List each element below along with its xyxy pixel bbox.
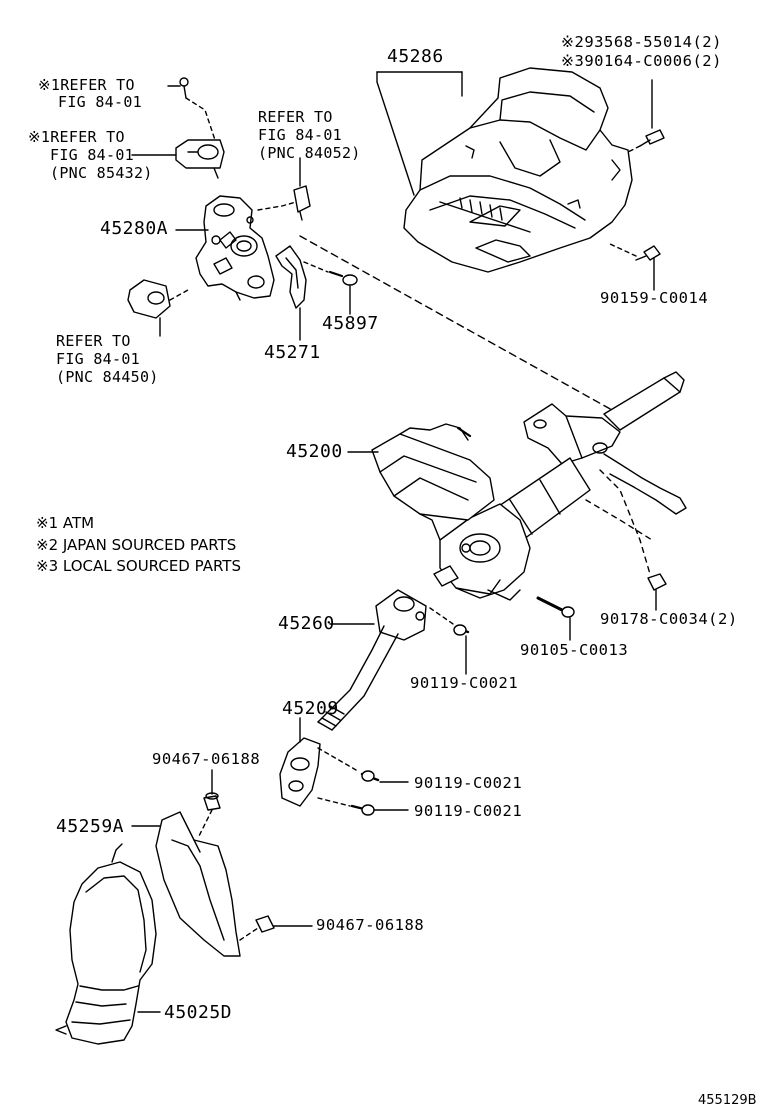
label-45025D: 45025D [164,1002,233,1023]
universal-joint-45209 [279,737,321,807]
legend-line3: ※3 LOCAL SOURCED PARTS [36,557,241,575]
clip-90467-a [203,792,221,811]
figure-code: 455129B [698,1093,757,1108]
label-90467-b: 90467-06188 [316,916,425,934]
label-45200: 45200 [286,441,343,462]
bolt-90119-c [350,804,375,816]
label-45259A: 45259A [56,816,125,837]
label-45271: 45271 [264,342,321,363]
intermediate-shaft-45260 [317,589,427,731]
label-90178: 90178-C0034(2) [600,610,738,628]
label-90119-c: 90119-C0021 [414,802,523,820]
ref1-line1: ※1REFER TO [38,76,135,94]
bolt-90119-a [453,624,470,636]
leader-45286-a [376,71,415,196]
label-90159: 90159-C0014 [600,289,709,307]
label-45280A: 45280A [100,218,169,239]
ref2-line3: (PNC 85432) [50,164,153,182]
bolt-90119-b [360,770,380,782]
screw-93568 [639,129,665,147]
screw-90159 [635,245,661,261]
legend-line1: ※1 ATM [36,514,95,532]
label-45260: 45260 [278,613,335,634]
ref4-line2: FIG 84-01 [56,350,140,368]
label-45286: 45286 [387,46,444,67]
label-90119-a: 90119-C0021 [410,674,519,692]
connector-84450 [127,279,171,319]
label-90119-b: 90119-C0021 [414,774,523,792]
ref4-line1: REFER TO [56,332,131,350]
ref4-line3: (PNC 84450) [56,368,159,386]
boot-45025D [55,843,157,1045]
assembly-axis [299,235,613,411]
ref1-line2: FIG 84-01 [58,93,142,111]
ref3-line3: (PNC 84052) [258,144,361,162]
legend-line2: ※2 JAPAN SOURCED PARTS [36,536,237,554]
bracket-45271 [275,245,307,309]
switch-85432 [175,139,225,179]
ref3-line2: FIG 84-01 [258,126,342,144]
ref3-line1: REFER TO [258,108,333,126]
connector-84052 [293,185,311,221]
cover-45259A [155,811,241,957]
ref2-line2: FIG 84-01 [50,146,134,164]
nut-90178 [647,573,667,591]
label-90164: ※390164-C0006(2) [561,52,722,70]
label-90105: 90105-C0013 [520,641,629,659]
column-cover-part [403,67,633,273]
lock-housing-45280A [195,195,275,301]
screw-top-left [179,77,189,99]
label-93568: ※293568-55014(2) [561,33,722,51]
clip-90467-b [255,915,275,933]
bolt-90105 [536,596,575,618]
label-45897: 45897 [322,313,379,334]
ref2-line1: ※1REFER TO [28,128,125,146]
steering-column-45200 [371,371,687,601]
screw-45897 [328,270,358,286]
label-45209: 45209 [282,698,339,719]
label-90467-a: 90467-06188 [152,750,261,768]
